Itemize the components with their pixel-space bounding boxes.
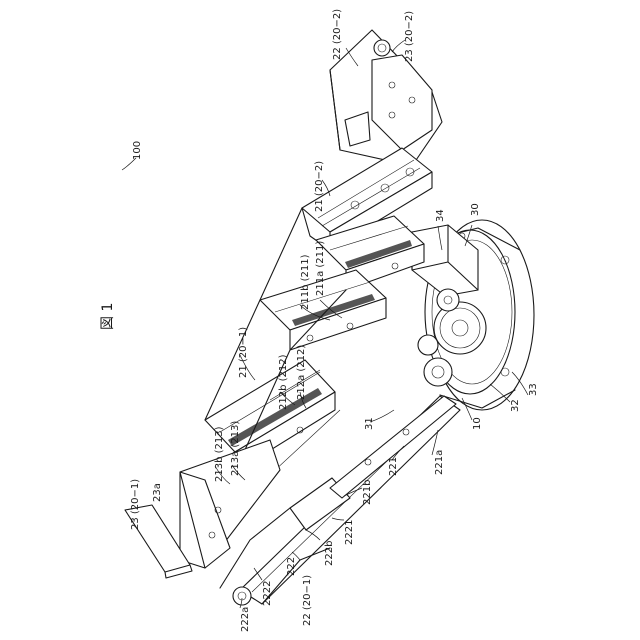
- label-211a: 211a (211): [315, 241, 326, 296]
- label-212b: 212b (212): [278, 354, 289, 410]
- label-30: 30: [470, 203, 481, 216]
- label-213b: 213b (213): [214, 426, 225, 482]
- label-10: 10: [472, 417, 483, 430]
- label-33: 33: [528, 383, 539, 396]
- label-221: 221: [388, 457, 399, 476]
- label-213a: 213a (213): [230, 421, 241, 476]
- label-221a: 221a: [434, 450, 445, 475]
- label-221b: 221b: [362, 480, 373, 505]
- label-2221: 2221: [344, 520, 355, 545]
- label-100: 100: [132, 141, 143, 160]
- label-21-20-2: 21 (20−2): [314, 161, 325, 212]
- label-222b: 222b: [324, 541, 335, 566]
- figure-title: 図 1: [100, 303, 116, 330]
- label-211b: 211b (211): [300, 254, 311, 310]
- label-222a: 222a: [240, 607, 251, 632]
- label-34: 34: [435, 209, 446, 222]
- label-21-20-1: 21 (20−1): [238, 327, 249, 378]
- label-22-20-1: 22 (20−1): [302, 575, 313, 626]
- label-23-20-1: 23 (20−1): [130, 479, 141, 530]
- label-31: 31: [364, 417, 375, 430]
- arm-section-20-2: [302, 30, 442, 250]
- arm-section-20-1: [125, 440, 280, 578]
- label-23-20-2: 23 (20−2): [404, 11, 415, 62]
- label-2222: 2222: [262, 581, 273, 606]
- label-32: 32: [510, 399, 521, 412]
- label-22-20-2: 22 (20−2): [332, 9, 343, 60]
- label-222: 222: [286, 557, 297, 576]
- label-212a: 212a (212): [296, 345, 307, 400]
- label-23a: 23a: [152, 483, 163, 502]
